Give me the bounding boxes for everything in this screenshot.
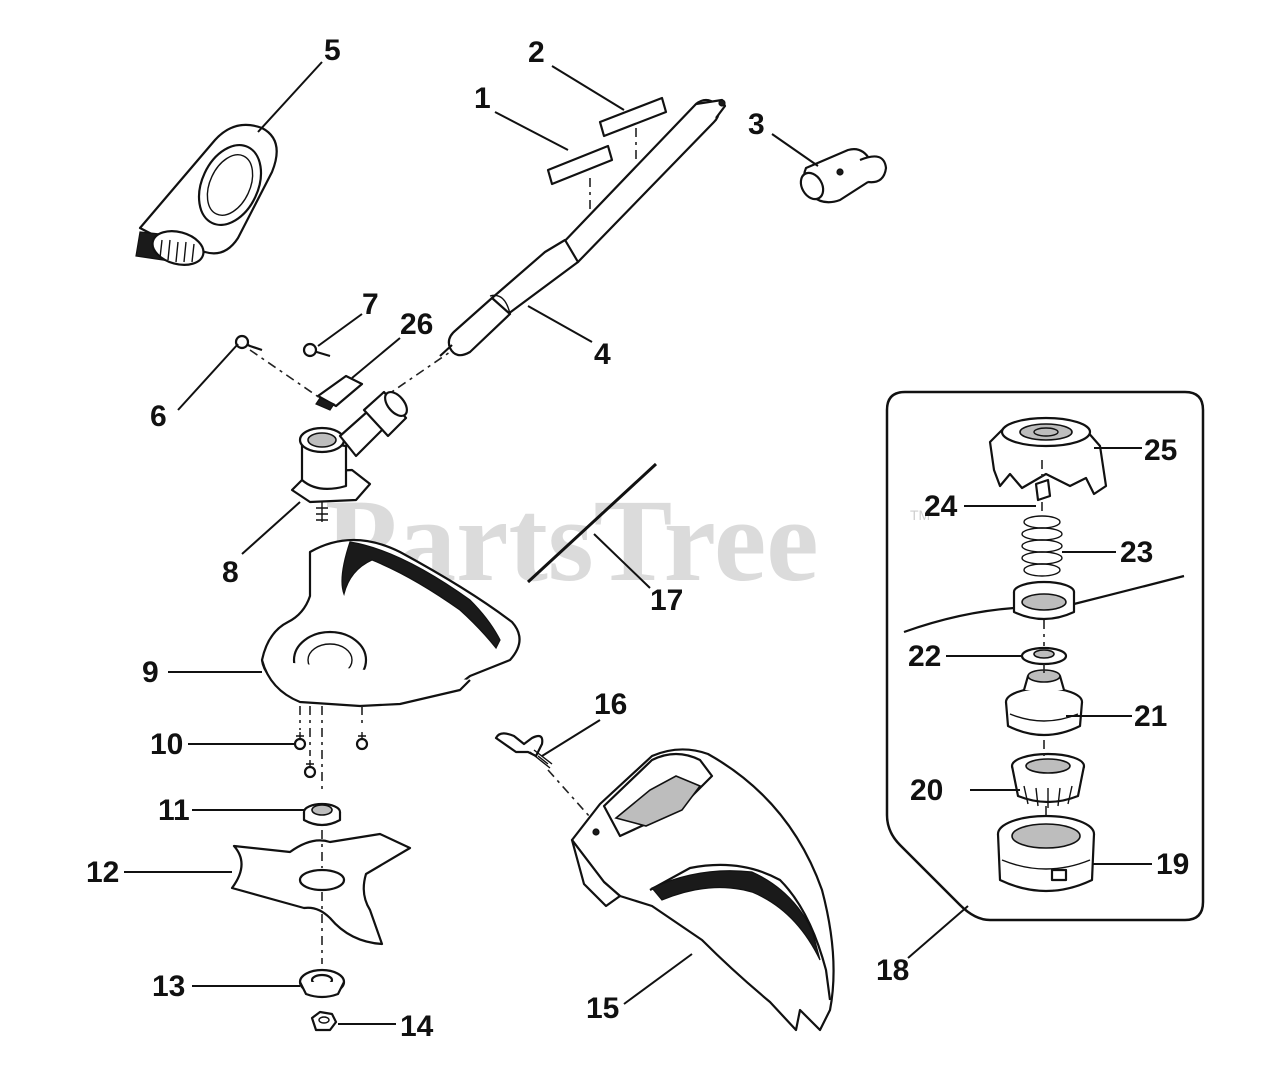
callout-25[interactable]: 25 bbox=[1144, 434, 1177, 467]
callout-numbers: 1 2 3 4 5 6 7 8 9 10 11 12 13 14 15 16 1… bbox=[86, 34, 1189, 1043]
part-grass-shield[interactable] bbox=[570, 748, 835, 1032]
part-ratchet[interactable] bbox=[1010, 752, 1086, 808]
part-trimmer-line[interactable] bbox=[526, 462, 658, 584]
part-eyelet[interactable] bbox=[1034, 478, 1052, 502]
part-bolts[interactable] bbox=[293, 732, 369, 779]
callout-11[interactable]: 11 bbox=[158, 794, 190, 827]
part-screw-7[interactable] bbox=[302, 342, 331, 358]
callout-5[interactable]: 5 bbox=[324, 34, 341, 67]
watermark-trademark: TM bbox=[910, 507, 930, 523]
part-wing-nut[interactable] bbox=[494, 732, 553, 769]
part-guard[interactable] bbox=[260, 538, 521, 708]
callout-16[interactable]: 16 bbox=[594, 688, 627, 721]
part-blade[interactable] bbox=[230, 832, 412, 946]
head-assembly-frame bbox=[885, 390, 1205, 922]
callout-12[interactable]: 12 bbox=[86, 856, 119, 889]
callout-20[interactable]: 20 bbox=[910, 774, 943, 807]
callout-24[interactable]: 24 bbox=[924, 490, 958, 523]
part-screw-6[interactable] bbox=[234, 334, 263, 352]
callout-1[interactable]: 1 bbox=[474, 82, 491, 115]
callout-18[interactable]: 18 bbox=[876, 954, 909, 987]
part-label-1[interactable] bbox=[546, 144, 614, 186]
part-spool-with-line[interactable] bbox=[903, 574, 1185, 634]
part-connector[interactable] bbox=[796, 148, 888, 204]
part-nut[interactable] bbox=[310, 1010, 338, 1032]
callout-2[interactable]: 2 bbox=[528, 36, 545, 69]
callout-17[interactable]: 17 bbox=[650, 584, 683, 617]
part-bracket[interactable] bbox=[315, 374, 364, 411]
callout-3[interactable]: 3 bbox=[748, 108, 765, 141]
callout-26[interactable]: 26 bbox=[400, 308, 433, 341]
part-gear-head[interactable] bbox=[290, 388, 411, 522]
callout-6[interactable]: 6 bbox=[150, 400, 167, 433]
part-label-2[interactable] bbox=[598, 96, 668, 138]
callout-22[interactable]: 22 bbox=[908, 640, 941, 673]
part-inner-washer[interactable] bbox=[1020, 646, 1068, 666]
callout-14[interactable]: 14 bbox=[400, 1010, 434, 1043]
part-shaft[interactable] bbox=[439, 98, 727, 357]
callout-9[interactable]: 9 bbox=[142, 656, 159, 689]
part-outer-spool-housing[interactable] bbox=[996, 814, 1096, 893]
part-adapter[interactable] bbox=[302, 802, 342, 827]
callout-7[interactable]: 7 bbox=[362, 288, 379, 321]
part-spool-cover[interactable] bbox=[988, 416, 1108, 496]
callout-8[interactable]: 8 bbox=[222, 556, 239, 589]
callout-10[interactable]: 10 bbox=[150, 728, 183, 761]
callout-21[interactable]: 21 bbox=[1134, 700, 1167, 733]
part-washer[interactable] bbox=[298, 968, 346, 999]
part-spool[interactable] bbox=[1004, 669, 1084, 736]
part-assist-handle[interactable] bbox=[135, 123, 278, 270]
callout-4[interactable]: 4 bbox=[594, 338, 611, 371]
callout-15[interactable]: 15 bbox=[586, 992, 619, 1025]
callout-23[interactable]: 23 bbox=[1120, 536, 1153, 569]
callout-19[interactable]: 19 bbox=[1156, 848, 1189, 881]
part-spring[interactable] bbox=[1021, 515, 1063, 577]
callout-13[interactable]: 13 bbox=[152, 970, 185, 1003]
leader-lines bbox=[124, 61, 1152, 1025]
